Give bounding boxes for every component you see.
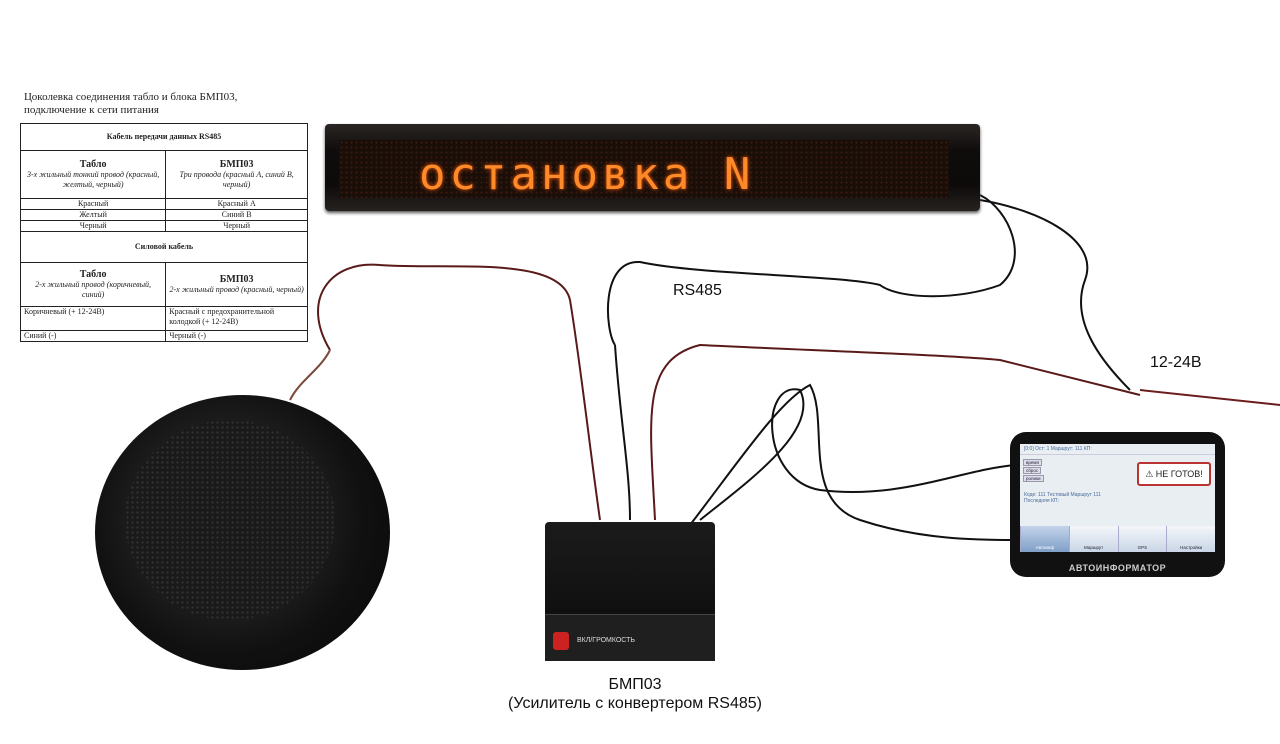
power-label: 12-24В [1150,354,1202,371]
cell: Черный [165,220,308,232]
tab-autoinf: Автоинф [1020,526,1069,552]
cell: Желтый [19,209,167,221]
device-brand: АВТОИНФОРМАТОР [1068,563,1167,573]
table-row: Синий (-)Черный (-) [19,330,308,342]
volume-knob [553,632,569,650]
led-text: остановка N [419,149,755,200]
table-row: Коричневый (+ 12-24В)Красный с предохран… [19,306,308,331]
power-section-heading: Силовой кабель [20,231,308,263]
title-line: подключение к сети питания [24,104,159,116]
caption-line: (Усилитель с конвертером RS485) [508,695,762,712]
col-subtitle: 2-х жильный провод (красный, черный) [169,284,304,294]
info-line: Последняя КП: [1024,498,1059,504]
cell: Синий В [165,209,308,221]
col-title: БМП03 [219,158,254,170]
col-title: Табло [79,158,107,170]
info-line: Коде: 111 Тестовый Маршрут 111 [1024,492,1101,498]
col-subtitle: 3-х жильный тонкий провод (красный, желт… [26,169,160,189]
status-bar: [0:0] Ост: 1 Маршрут: 111 КП: [1020,444,1215,455]
col-subtitle: 2-х жильный провод (коричневый, синий) [35,279,152,299]
reset-button: сброс [1023,467,1042,474]
title-line: Цоколевка соединения табло и блока БМП03… [24,91,238,103]
led-display-board: остановка N [325,124,980,211]
cell: Черный (-) [165,330,308,342]
cell: Коричневый (+ 12-24В) [19,306,167,331]
rs485-label: RS485 [673,282,722,299]
caption-line: БМП03 [608,676,662,693]
cell: Черный [19,220,167,232]
device-tabs: Автоинф Маршрут GPS Настройки [1020,526,1215,552]
route-info: Коде: 111 Тестовый Маршрут 111 Последняя… [1024,492,1101,504]
amp-front-label: ВКЛ/ГРОМКОСТЬ [577,637,636,644]
amp-front-panel: ВКЛ/ГРОМКОСТЬ [545,614,715,661]
clips-button: ролики [1023,475,1044,482]
rs485-section-heading: Кабель передачи данных RS485 [20,123,308,151]
diagram-title: Цоколевка соединения табло и блока БМП03… [24,91,237,117]
tab-gps: GPS [1117,526,1167,552]
col-title: Табло [79,268,107,280]
amplifier-caption: БМП03 (Усилитель с конвертером RS485) [440,675,830,713]
time-button: время [1023,459,1042,466]
led-matrix: остановка N [339,140,949,200]
cell: Красный А [165,198,308,210]
tab-route: Маршрут [1068,526,1118,552]
cell: Синий (-) [19,330,167,342]
col-title: БМП03 [219,273,254,285]
cell: Красный [19,198,167,210]
tab-settings: Настройки [1166,526,1215,552]
autoinformer-device: [0:0] Ост: 1 Маршрут: 111 КП: время сбро… [1010,432,1225,577]
cell: Красный с предохранительной колодкой (+ … [165,306,308,331]
device-screen: [0:0] Ост: 1 Маршрут: 111 КП: время сбро… [1020,444,1215,552]
bmp03-amplifier: ВКЛ/ГРОМКОСТЬ [545,522,715,661]
not-ready-badge: ⚠ НЕ ГОТОВ! [1137,462,1211,486]
speaker [95,395,390,670]
col-subtitle: Три провода (красный А, синий В, черный) [179,169,294,189]
speaker-grill [125,420,335,620]
